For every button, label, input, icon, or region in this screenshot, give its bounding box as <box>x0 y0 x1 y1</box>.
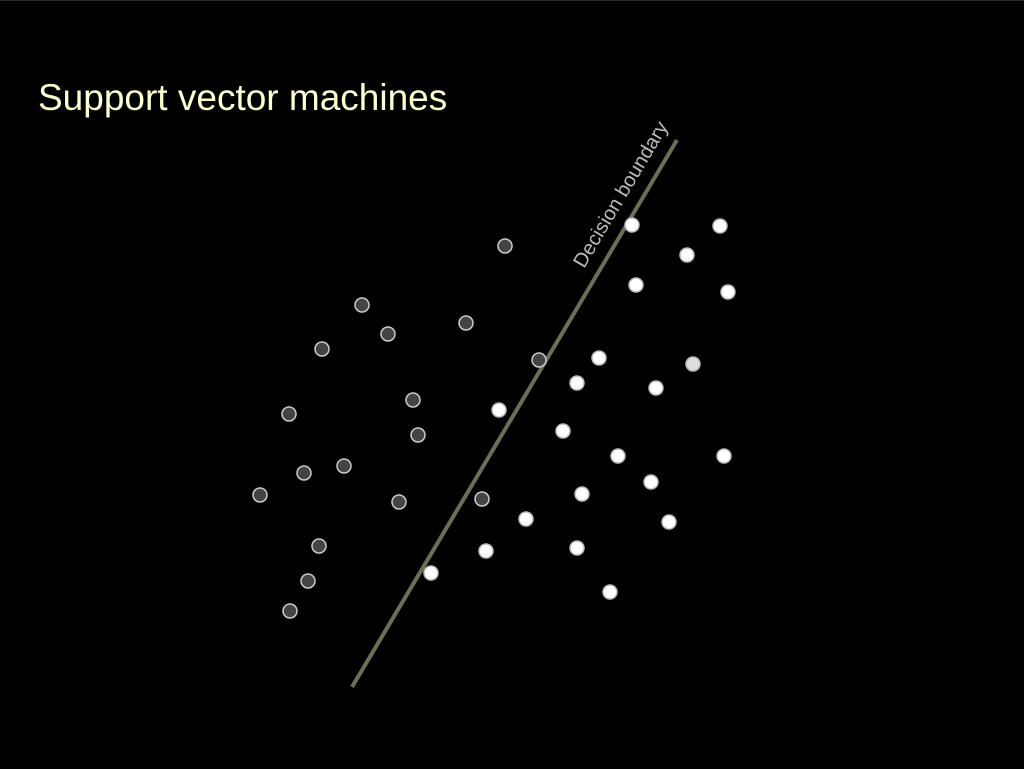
class-b-point <box>643 474 659 490</box>
class-a-point <box>314 341 330 357</box>
class-b-point <box>423 565 439 581</box>
class-a-point <box>336 458 352 474</box>
class-a-point <box>380 326 396 342</box>
class-a-point <box>281 406 297 422</box>
class-a-point <box>497 238 513 254</box>
class-b-point <box>491 402 507 418</box>
class-b-point <box>518 511 534 527</box>
class-b-point <box>569 540 585 556</box>
class-a-point <box>282 603 298 619</box>
class-a-point <box>410 427 426 443</box>
class-b-point <box>624 217 640 233</box>
class-b-point <box>555 423 571 439</box>
class-b-point <box>602 584 618 600</box>
class-b-point <box>720 284 736 300</box>
class-a-point <box>531 352 547 368</box>
class-b-point <box>648 380 664 396</box>
class-b-point <box>591 350 607 366</box>
class-a-point <box>354 297 370 313</box>
slide-title: Support vector machines <box>38 77 448 118</box>
class-b-point <box>685 356 701 372</box>
class-b-point <box>569 375 585 391</box>
class-b-point <box>716 448 732 464</box>
class-b-points <box>423 217 736 600</box>
class-b-point <box>679 247 695 263</box>
class-b-point <box>628 277 644 293</box>
decision-boundary-line <box>350 138 679 689</box>
class-a-point <box>311 538 327 554</box>
class-b-point <box>574 486 590 502</box>
class-a-point <box>300 573 316 589</box>
class-b-point <box>610 448 626 464</box>
class-b-point <box>661 514 677 530</box>
class-a-point <box>474 491 490 507</box>
class-b-point <box>478 543 494 559</box>
class-a-point <box>391 494 407 510</box>
class-a-points <box>252 238 547 619</box>
decision-boundary-label: Decision boundary <box>569 118 672 272</box>
class-b-point <box>712 218 728 234</box>
class-a-point <box>458 315 474 331</box>
class-a-point <box>252 487 268 503</box>
class-a-point <box>296 465 312 481</box>
class-a-point <box>405 392 421 408</box>
